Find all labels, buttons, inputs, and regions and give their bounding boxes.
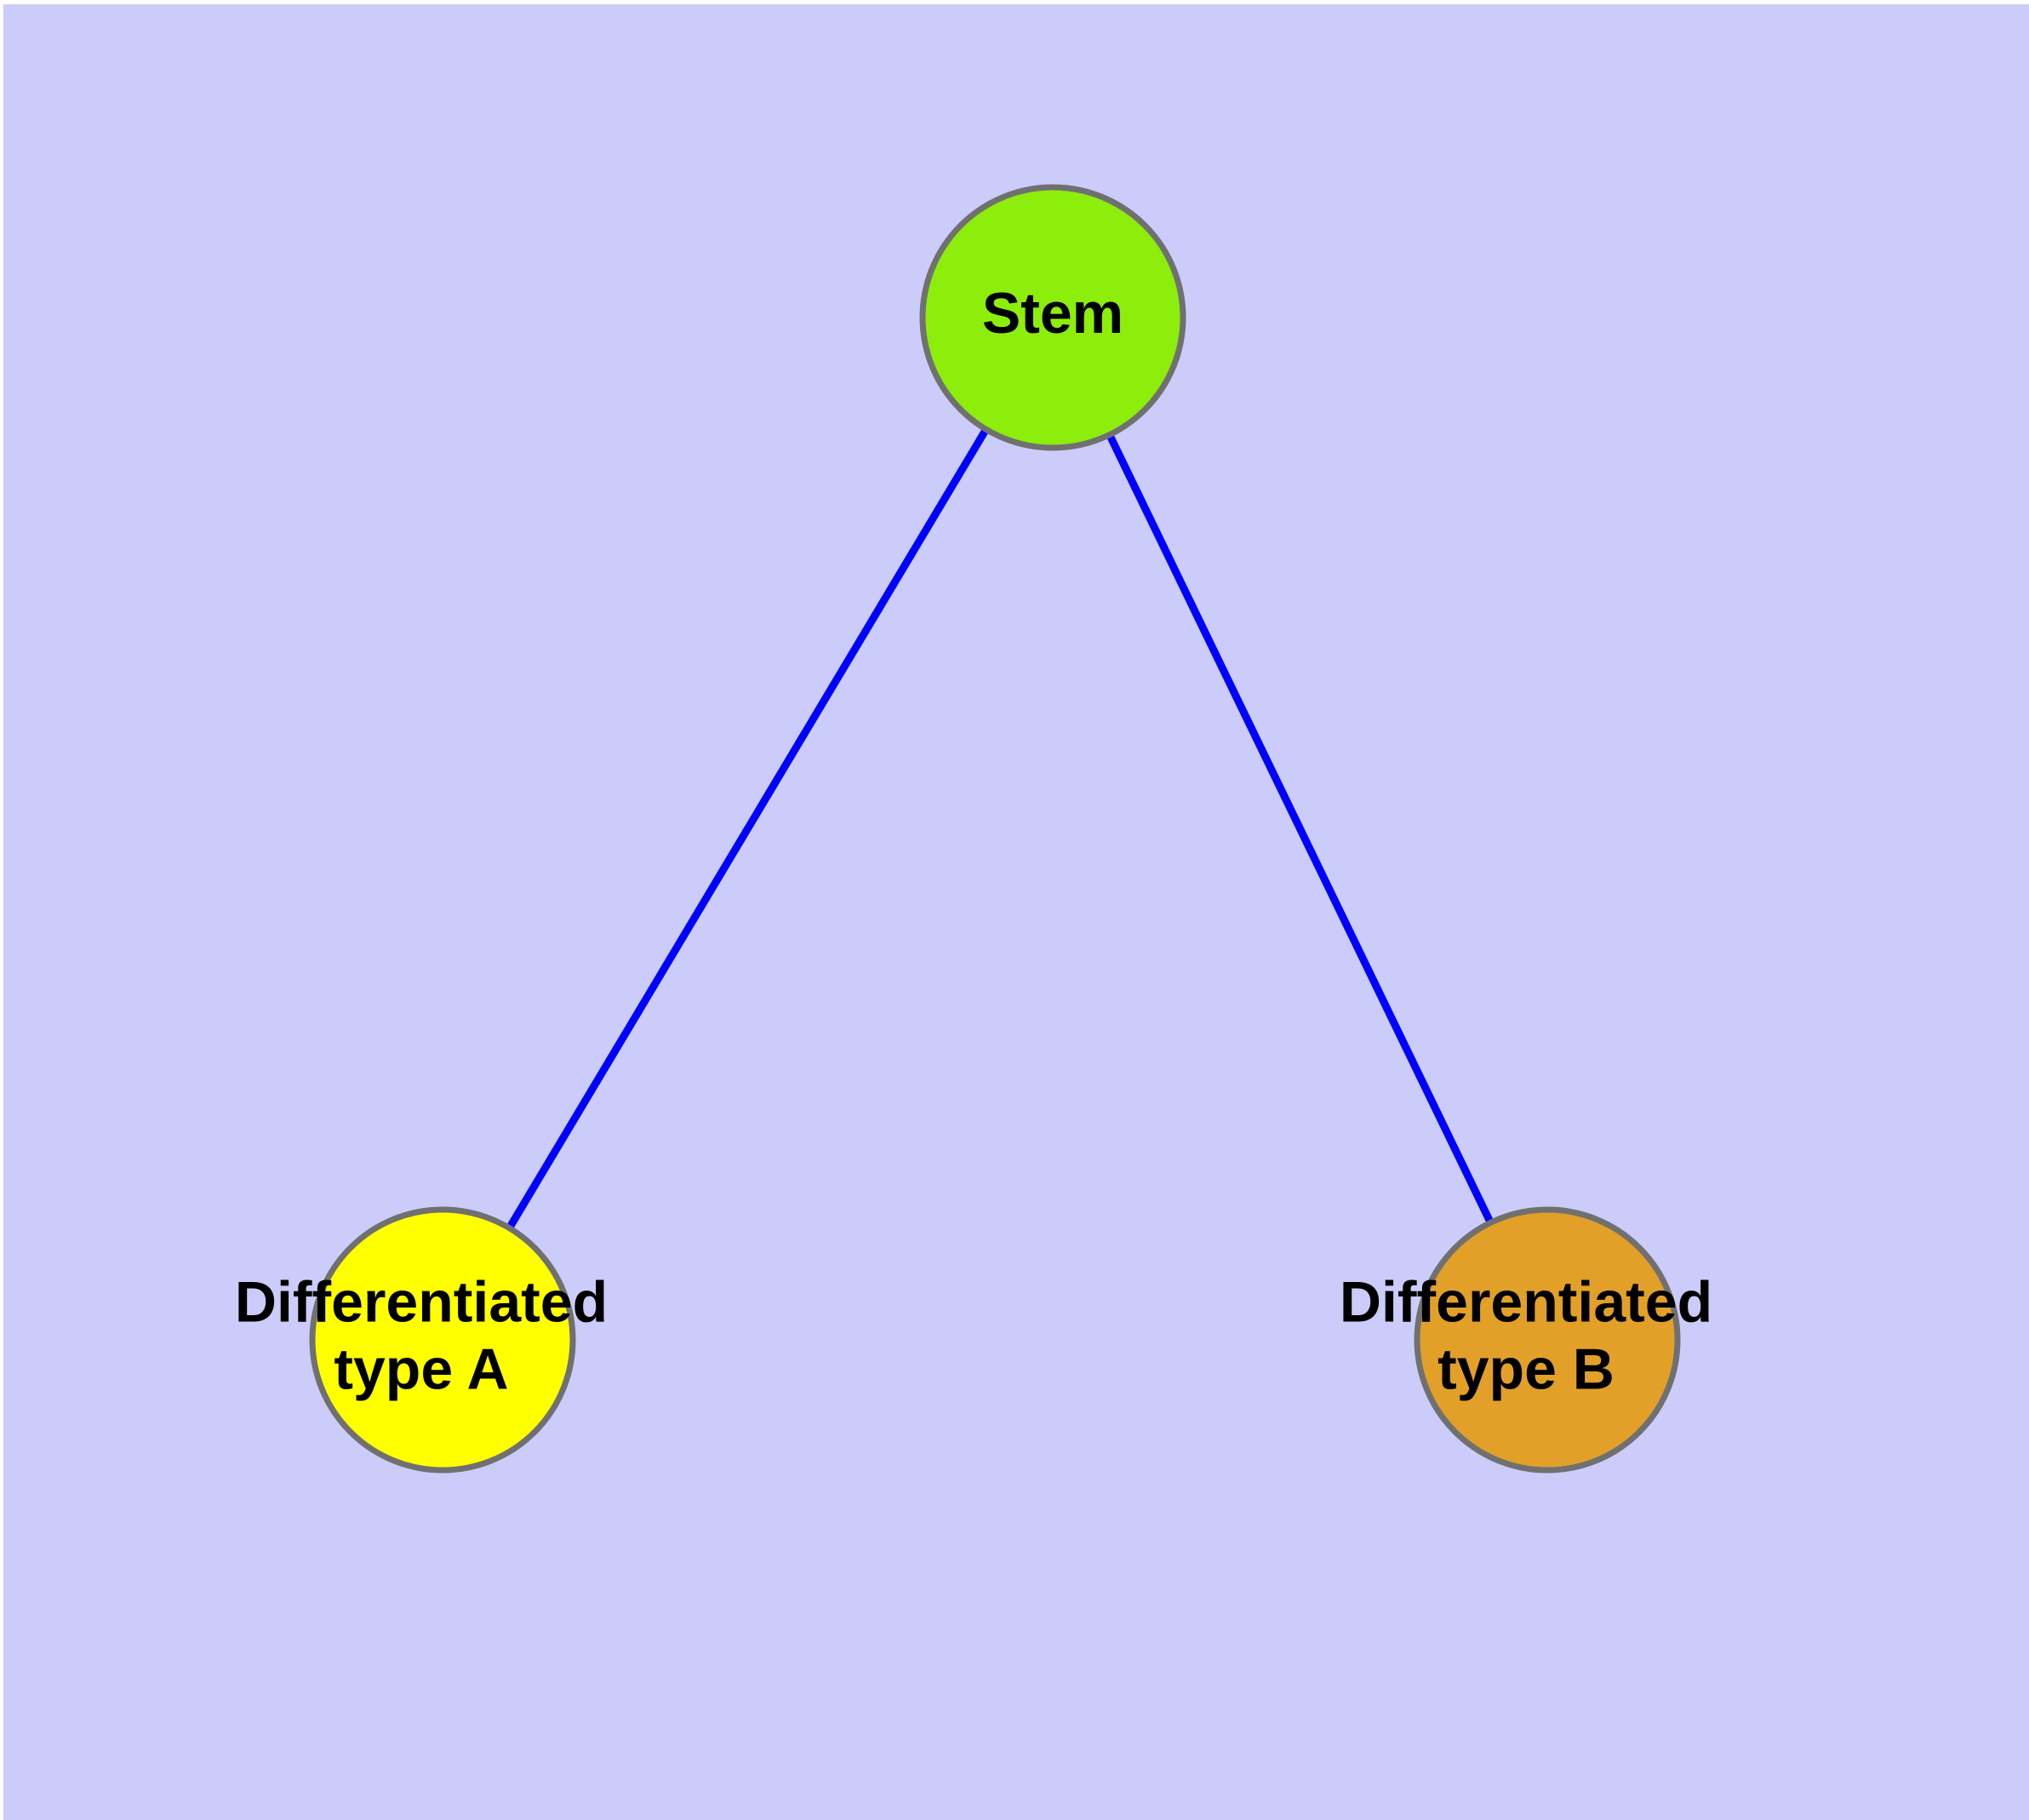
graph-node-label-line: Stem [982, 281, 1123, 346]
graph-node-label-line: Differentiated [235, 1270, 608, 1335]
graph-node-label-line: Differentiated [1340, 1270, 1712, 1335]
graph-node-label-stem: Stem [982, 281, 1123, 346]
graph-node-label-line: type B [1437, 1336, 1615, 1401]
edge-layer [439, 315, 1552, 1342]
graph-node-stem[interactable] [919, 184, 1186, 451]
graph-node-diff_b[interactable] [1414, 1206, 1681, 1474]
node-layer [309, 184, 1681, 1474]
graph-edge [1049, 316, 1552, 1342]
graph-node-diff_a[interactable] [309, 1206, 576, 1474]
graph-edge [439, 315, 1056, 1342]
graph-node-label-line: type A [334, 1336, 508, 1401]
